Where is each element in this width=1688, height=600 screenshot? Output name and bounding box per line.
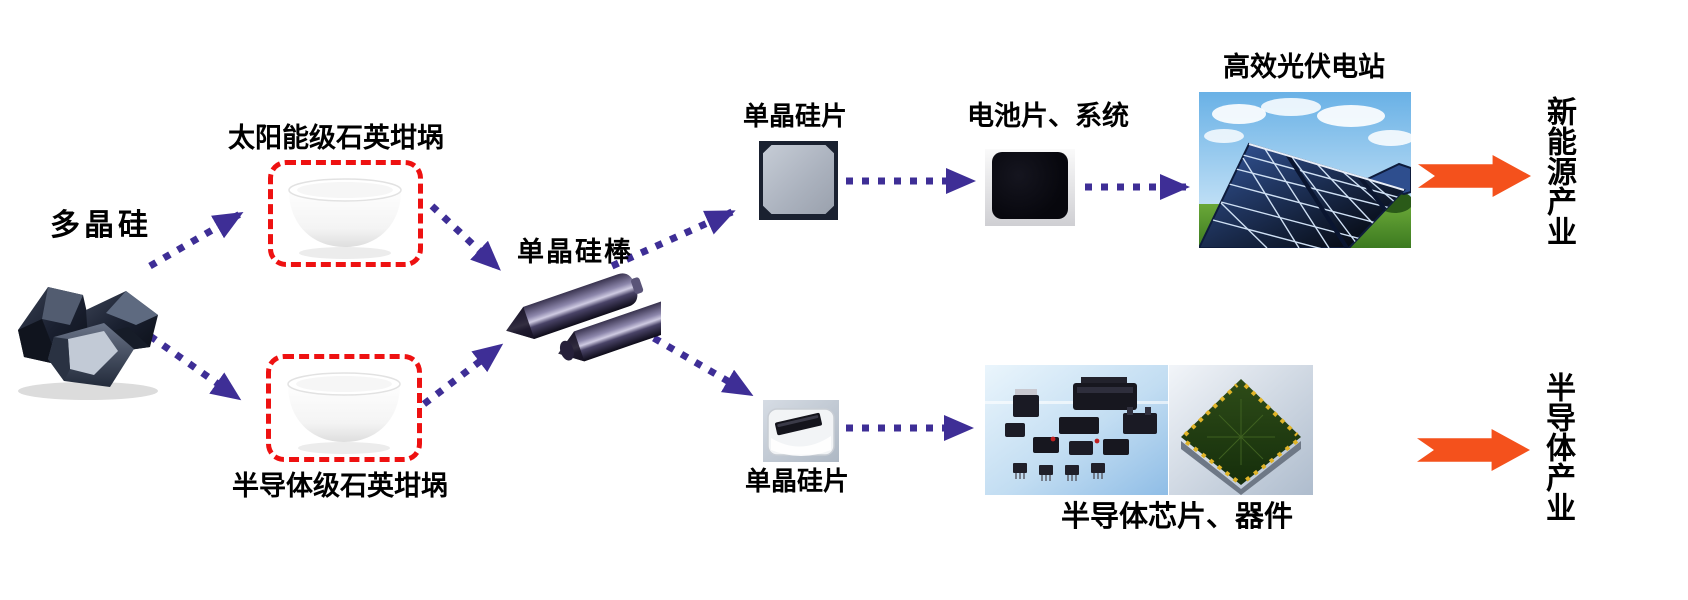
arrow-semi-crucible-to-rod — [421, 343, 504, 407]
cell-surface — [992, 152, 1068, 219]
polysilicon-label: 多晶硅 — [50, 209, 152, 242]
mono-rod-label: 单晶硅棒 — [517, 237, 633, 267]
solar-crucible-image — [288, 178, 402, 259]
solar-crucible-label: 太阳能级石英坩埚 — [228, 123, 444, 153]
semi-wafer-image — [763, 400, 839, 462]
pv-station-label: 高效光伏电站 — [1223, 52, 1385, 82]
arrow-polysilicon-to-semi-crucible — [147, 333, 242, 401]
solar-cell-image — [985, 149, 1075, 226]
semi-chips-label: 半导体芯片、器件 — [1060, 501, 1293, 533]
pv-station-image — [1197, 92, 1414, 249]
semiconductor-industry-label: 半导体产业 — [1541, 372, 1574, 522]
arrow-rod-to-solar-wafer — [610, 208, 736, 270]
arrow-polysilicon-to-solar-crucible — [148, 210, 244, 270]
arrow-rod-to-semi-wafer — [638, 326, 754, 398]
arrow-solar-crucible-to-rod — [429, 203, 501, 271]
semi-wafer-label: 单晶硅片 — [744, 467, 849, 496]
solar-crucible-highlight-box — [268, 160, 423, 267]
new-energy-industry-label: 新能源产业 — [1542, 96, 1575, 246]
solar-wafer-label: 单晶硅片 — [742, 102, 847, 131]
polysilicon-chunks-image — [8, 255, 163, 403]
solar-wafer-image — [759, 141, 838, 220]
mono-rod-image — [496, 268, 681, 386]
ic-chip-image — [1169, 365, 1313, 495]
semi-crucible-label: 半导体级石英坩埚 — [232, 471, 448, 501]
cell-system-label: 电池片、系统 — [967, 101, 1129, 131]
power-modules-image — [985, 365, 1168, 495]
semi-crucible-highlight-box — [266, 354, 422, 462]
semi-crucible-image — [287, 372, 401, 454]
wafer-surface — [763, 145, 834, 214]
